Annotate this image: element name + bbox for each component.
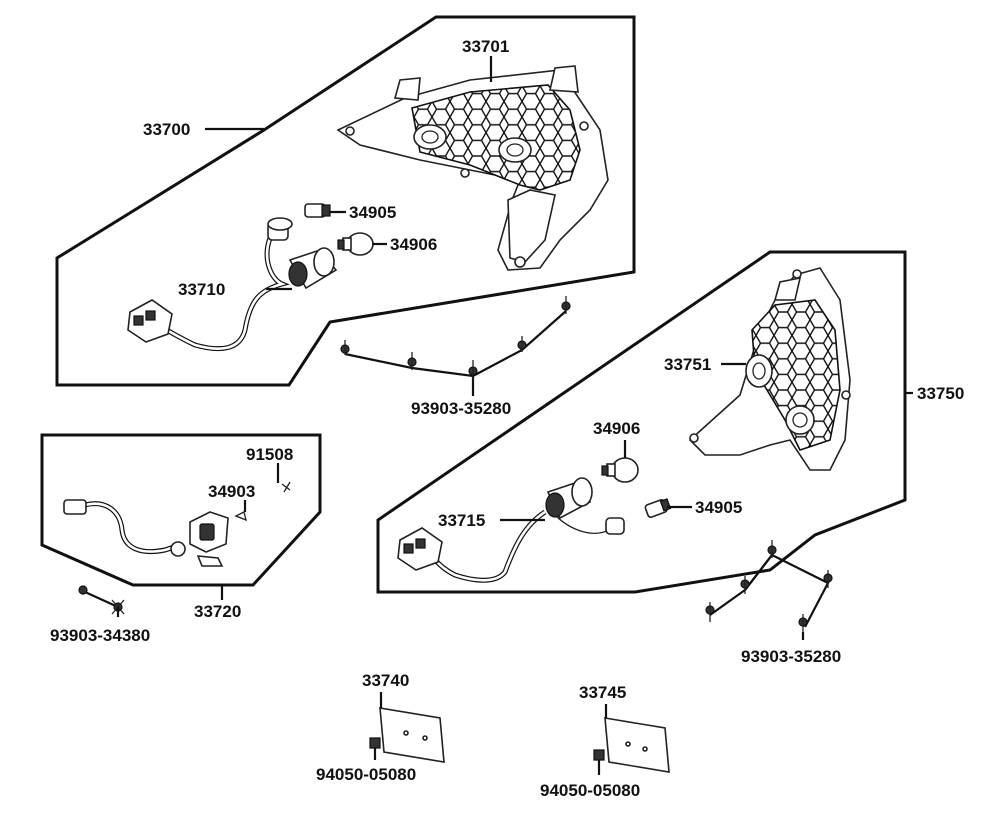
socket-harness-33715: [397, 477, 625, 583]
label-33720: 33720: [194, 602, 241, 621]
label-34906-right: 34906: [593, 419, 640, 438]
label-93903-35280-top: 93903-35280: [411, 399, 511, 418]
group-33700-outline: [55, 15, 636, 387]
label-33740: 33740: [362, 671, 409, 690]
reflector-33745: [593, 704, 670, 775]
group-33750-outline: [376, 250, 907, 594]
lamp-housing-33751: [688, 267, 851, 471]
label-33700: 33700: [143, 120, 190, 139]
bulb-34905-right: [644, 498, 672, 518]
group-33720-outline: [40, 433, 322, 587]
label-93903-35280-right: 93903-35280: [741, 647, 841, 666]
screw-chain-93903-35280-right: [705, 540, 833, 632]
label-33750: 33750: [917, 384, 964, 403]
label-34906-top: 34906: [390, 235, 437, 254]
reflector-33740: [369, 692, 445, 763]
bulb-34905-top: [304, 203, 331, 218]
leader-lines: [116, 56, 913, 640]
screw-chain-93903-35280-top: [340, 296, 571, 385]
screw-93903-34380: [78, 585, 125, 615]
label-94050-05080-right: 94050-05080: [540, 781, 640, 800]
headlight-housing-33701: [336, 65, 609, 271]
label-33745: 33745: [579, 683, 626, 702]
label-91508: 91508: [246, 445, 293, 464]
label-33715: 33715: [438, 511, 485, 530]
label-33701: 33701: [462, 37, 509, 56]
label-34905-right: 34905: [695, 498, 742, 517]
label-93903-34380: 93903-34380: [50, 626, 150, 645]
bulb-34906-right: [601, 457, 639, 483]
license-lamp-33720: [63, 481, 291, 567]
socket-harness-33710: [127, 217, 338, 352]
label-33710: 33710: [178, 280, 225, 299]
bulb-34906-top: [337, 232, 374, 256]
label-34905-top: 34905: [349, 203, 396, 222]
label-94050-05080-left: 94050-05080: [316, 765, 416, 784]
label-34903: 34903: [208, 482, 255, 501]
part-labels: 33700 33701 34905 34906 33710 93903-3528…: [50, 37, 964, 800]
label-33751: 33751: [664, 355, 711, 374]
